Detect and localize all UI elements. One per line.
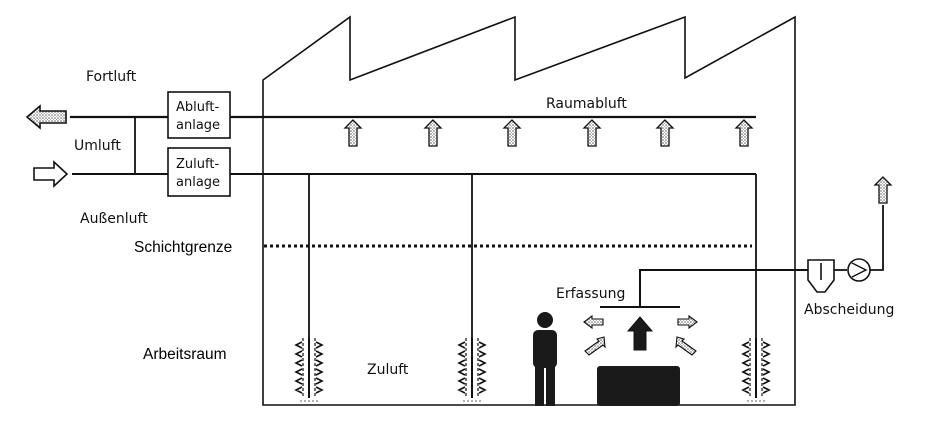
label-zuluft: Zuluft — [367, 362, 409, 378]
fan-icon — [847, 258, 871, 282]
exhaust-unit-label-2: anlage — [176, 118, 220, 133]
hall-outline — [262, 15, 796, 406]
capture-up-arrow-icon — [626, 316, 654, 351]
supply-outlet-icon — [742, 337, 770, 402]
separator-icon — [807, 259, 835, 293]
up-arrow-icon — [735, 119, 753, 147]
label-abscheidung: Abscheidung — [804, 302, 894, 318]
up-arrow-icon — [503, 119, 521, 147]
room-exhaust-arrows — [344, 119, 753, 147]
up-arrow-icon — [583, 119, 601, 147]
capture-side-arrows — [583, 314, 698, 356]
label-erfassung: Erfassung — [556, 286, 625, 302]
supply-unit-label-2: anlage — [176, 175, 220, 190]
exhaust-unit-label-1: Abluft- — [176, 100, 219, 115]
exhaust-unit-box — [167, 91, 231, 139]
capture-arrow-icon — [677, 314, 698, 330]
exhaust-out-arrow-icon — [25, 104, 67, 130]
up-arrow-icon — [656, 119, 674, 147]
person-icon — [533, 312, 557, 406]
capture-arrow-icon — [675, 336, 697, 356]
machine-block — [597, 366, 680, 406]
label-aussenluft: Außenluft — [80, 211, 148, 227]
up-arrow-icon — [424, 119, 442, 147]
label-raumabluft: Raumabluft — [546, 96, 627, 112]
supply-unit-label-1: Zuluft- — [176, 157, 219, 172]
supply-unit-box — [167, 147, 231, 197]
supply-outlet-icon — [295, 337, 323, 402]
capture-duct — [639, 269, 808, 307]
label-umluft: Umluft — [74, 138, 121, 154]
label-schichtgrenze: Schichtgrenze — [134, 239, 232, 256]
label-fortluft: Fortluft — [86, 69, 137, 85]
up-arrow-icon — [344, 119, 362, 147]
fan-exhaust-duct — [870, 205, 884, 271]
label-arbeitsraum: Arbeitsraum — [143, 346, 227, 363]
capture-arrow-icon — [584, 336, 606, 356]
capture-arrow-icon — [583, 314, 604, 330]
outside-air-in-arrow-icon — [33, 160, 69, 188]
supply-outlet-icon — [458, 337, 486, 402]
up-arrow-icon — [874, 176, 892, 204]
